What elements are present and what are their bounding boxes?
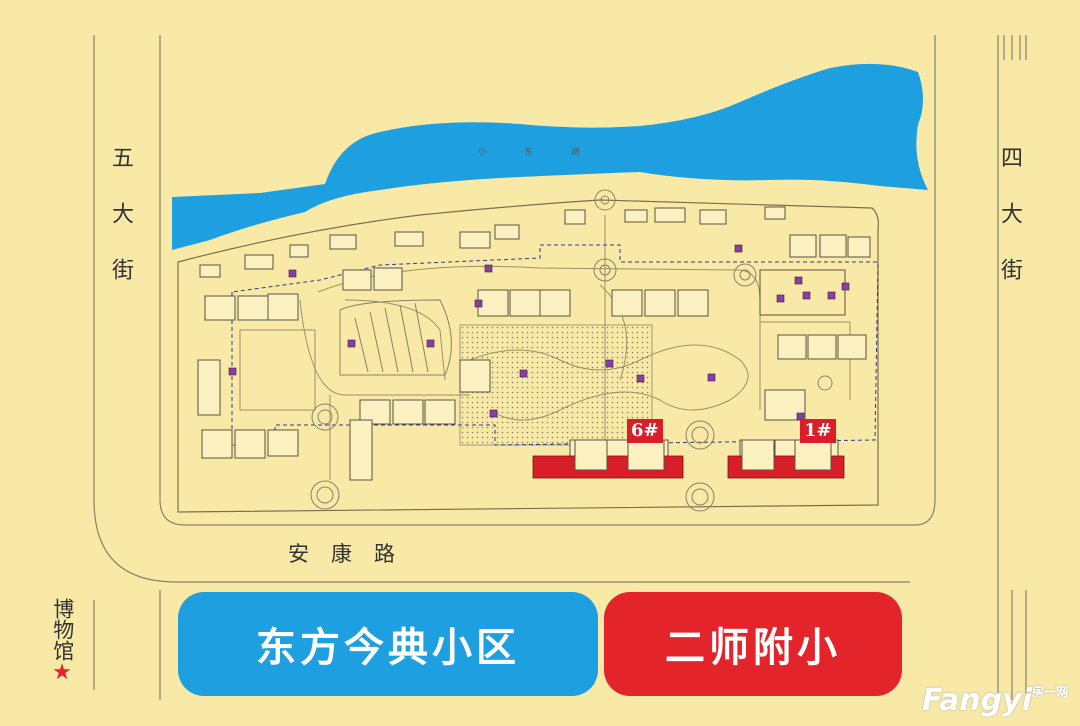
street-lines	[93, 35, 1027, 700]
central-plaza	[459, 324, 653, 446]
building-tag-6[interactable]: 6#	[627, 419, 663, 443]
east-street-text: 四大街	[997, 146, 1022, 314]
watermark-suffix: 房一网	[1031, 685, 1068, 699]
south-road-label: 安康路	[288, 542, 417, 566]
site-outline	[177, 199, 879, 513]
building-tag-1[interactable]: 1#	[800, 419, 836, 443]
residential-buildings	[197, 234, 871, 481]
star-icon: ★	[52, 660, 72, 685]
west-street-label: 五大街	[108, 146, 149, 344]
school-button[interactable]: 二师附小	[604, 592, 902, 696]
east-street-label: 四大街	[997, 146, 1038, 344]
community-button[interactable]: 东方今典小区	[178, 592, 598, 696]
garden-path	[469, 344, 749, 421]
north-buildings	[199, 206, 786, 278]
museum-landmark: 博物馆 ★	[46, 598, 78, 686]
watermark: Fangyi房一网	[922, 683, 1068, 718]
watermark-brand: Fangyi	[922, 683, 1032, 718]
parking-lot	[339, 299, 452, 376]
river-water	[172, 63, 928, 251]
circular-plazas	[310, 189, 833, 512]
west-street-text: 五大街	[108, 146, 133, 314]
amenity-markers	[228, 244, 850, 421]
museum-label: 博物馆	[50, 598, 75, 661]
river-label: 小 东 湖	[478, 147, 598, 156]
frontage-buildings	[574, 439, 832, 471]
